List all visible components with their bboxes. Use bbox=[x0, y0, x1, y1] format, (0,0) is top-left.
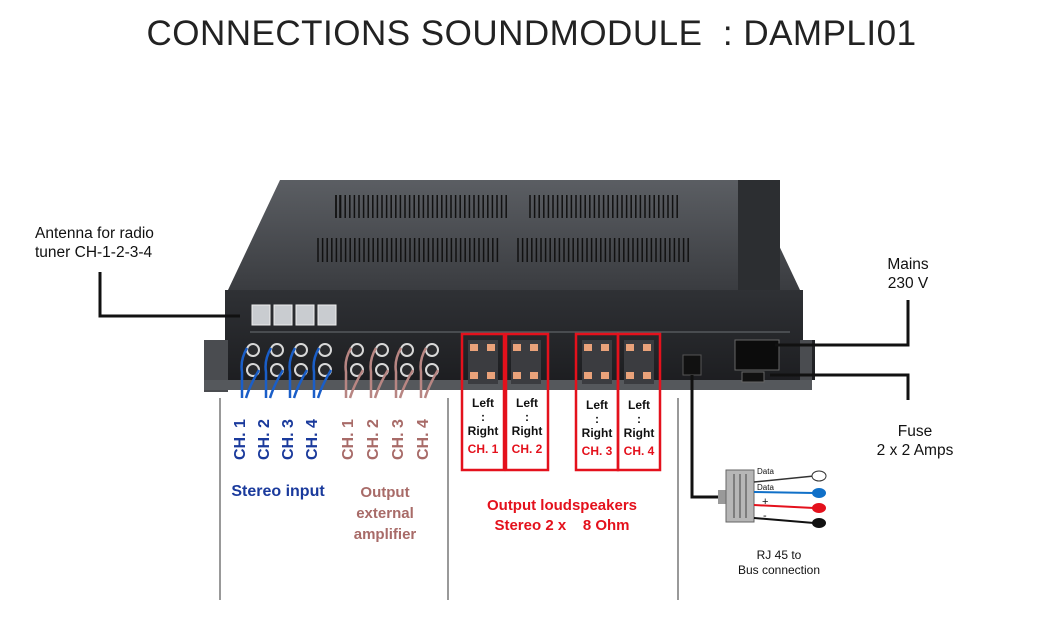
bus-pin-label: + bbox=[762, 496, 769, 508]
stereo-input-ch-label: CH. 2 bbox=[256, 419, 273, 460]
device-top bbox=[228, 180, 800, 290]
speaker-output-ch4: Left : Right CH. 4 bbox=[619, 398, 659, 458]
speaker-right-label: Right bbox=[623, 426, 655, 440]
speaker-sep: : bbox=[525, 410, 529, 424]
antenna-label: Antenna for radio tuner CH-1-2-3-4 bbox=[35, 224, 154, 262]
speaker-sep: : bbox=[637, 412, 641, 426]
speaker-left-label: Left bbox=[586, 398, 608, 412]
callout-lines bbox=[98, 272, 910, 499]
bus-pin-label: Data bbox=[757, 483, 774, 492]
speaker-channel-label: CH. 3 bbox=[581, 444, 613, 458]
mains-label: Mains 230 V bbox=[876, 255, 940, 293]
output-external-ch-label: CH. 3 bbox=[390, 419, 407, 460]
speaker-terminals bbox=[468, 340, 654, 384]
speaker-sep: : bbox=[481, 410, 485, 424]
output-external-caption: Output external amplifier bbox=[330, 482, 440, 545]
speaker-output-boxes bbox=[460, 332, 662, 472]
bus-pin-label: - bbox=[763, 510, 767, 522]
stereo-input-wires bbox=[240, 347, 333, 399]
fuse-label: Fuse 2 x 2 Amps bbox=[865, 422, 965, 460]
antenna-label-line2: tuner CH-1-2-3-4 bbox=[35, 244, 153, 261]
speaker-left-label: Left bbox=[628, 398, 650, 412]
stereo-input-caption: Stereo input bbox=[231, 483, 325, 500]
speaker-channel-label: CH. 1 bbox=[467, 442, 499, 456]
rj45-bus-connector bbox=[718, 469, 827, 528]
speaker-right-label: Right bbox=[511, 424, 543, 438]
speaker-output-ch3: Left : Right CH. 3 bbox=[577, 398, 617, 458]
speaker-output-ch1: Left : Right CH. 1 bbox=[463, 396, 503, 456]
speaker-left-label: Left bbox=[472, 396, 494, 410]
output-loudspeakers-caption-line2: Stereo 2 x 8 Ohm bbox=[494, 517, 630, 534]
fuse-label-line1: Fuse bbox=[897, 423, 933, 440]
speaker-channel-label: CH. 2 bbox=[511, 442, 543, 456]
rj45-label: RJ 45 to Bus connection bbox=[723, 548, 835, 578]
mains-label-line2: 230 V bbox=[887, 275, 929, 292]
speaker-sep: : bbox=[595, 412, 599, 426]
stereo-input-ch-label: CH. 1 bbox=[232, 419, 249, 460]
output-loudspeakers-caption: Output loudspeakers Stereo 2 x 8 Ohm bbox=[462, 496, 662, 536]
page-title: CONNECTIONS SOUNDMODULE : DAMPLI01 bbox=[146, 14, 917, 53]
fuse-label-line2: 2 x 2 Amps bbox=[876, 442, 954, 459]
output-external-ch-label: CH. 2 bbox=[365, 419, 382, 460]
speaker-output-ch2: Left : Right CH. 2 bbox=[507, 396, 547, 456]
output-external-ch-label: CH. 4 bbox=[415, 419, 432, 460]
speaker-right-label: Right bbox=[581, 426, 613, 440]
output-external-wires bbox=[344, 347, 440, 399]
speaker-channel-label: CH. 4 bbox=[623, 444, 655, 458]
mains-socket bbox=[734, 339, 780, 371]
antenna-connectors bbox=[251, 304, 337, 326]
output-external-ch-label: CH. 1 bbox=[340, 419, 357, 460]
output-external-caption-line1: Output external bbox=[356, 484, 414, 522]
stereo-input-ch-label: CH. 3 bbox=[280, 419, 297, 460]
output-loudspeakers-caption-line1: Output loudspeakers bbox=[486, 497, 638, 514]
antenna-label-line1: Antenna for radio bbox=[35, 225, 154, 242]
mains-label-line1: Mains bbox=[887, 256, 929, 273]
bus-pin-label: Data bbox=[757, 467, 774, 476]
rj45-label-line1: RJ 45 to bbox=[756, 548, 802, 562]
rj45-label-line2: Bus connection bbox=[737, 563, 821, 577]
rj45-port bbox=[682, 354, 702, 376]
speaker-right-label: Right bbox=[467, 424, 499, 438]
fuse-holder bbox=[741, 371, 765, 383]
output-external-caption-line2: amplifier bbox=[353, 526, 417, 543]
section-dividers bbox=[219, 398, 679, 600]
speaker-left-label: Left bbox=[516, 396, 538, 410]
stereo-input-jacks bbox=[246, 343, 332, 377]
stereo-input-ch-label: CH. 4 bbox=[304, 419, 321, 460]
